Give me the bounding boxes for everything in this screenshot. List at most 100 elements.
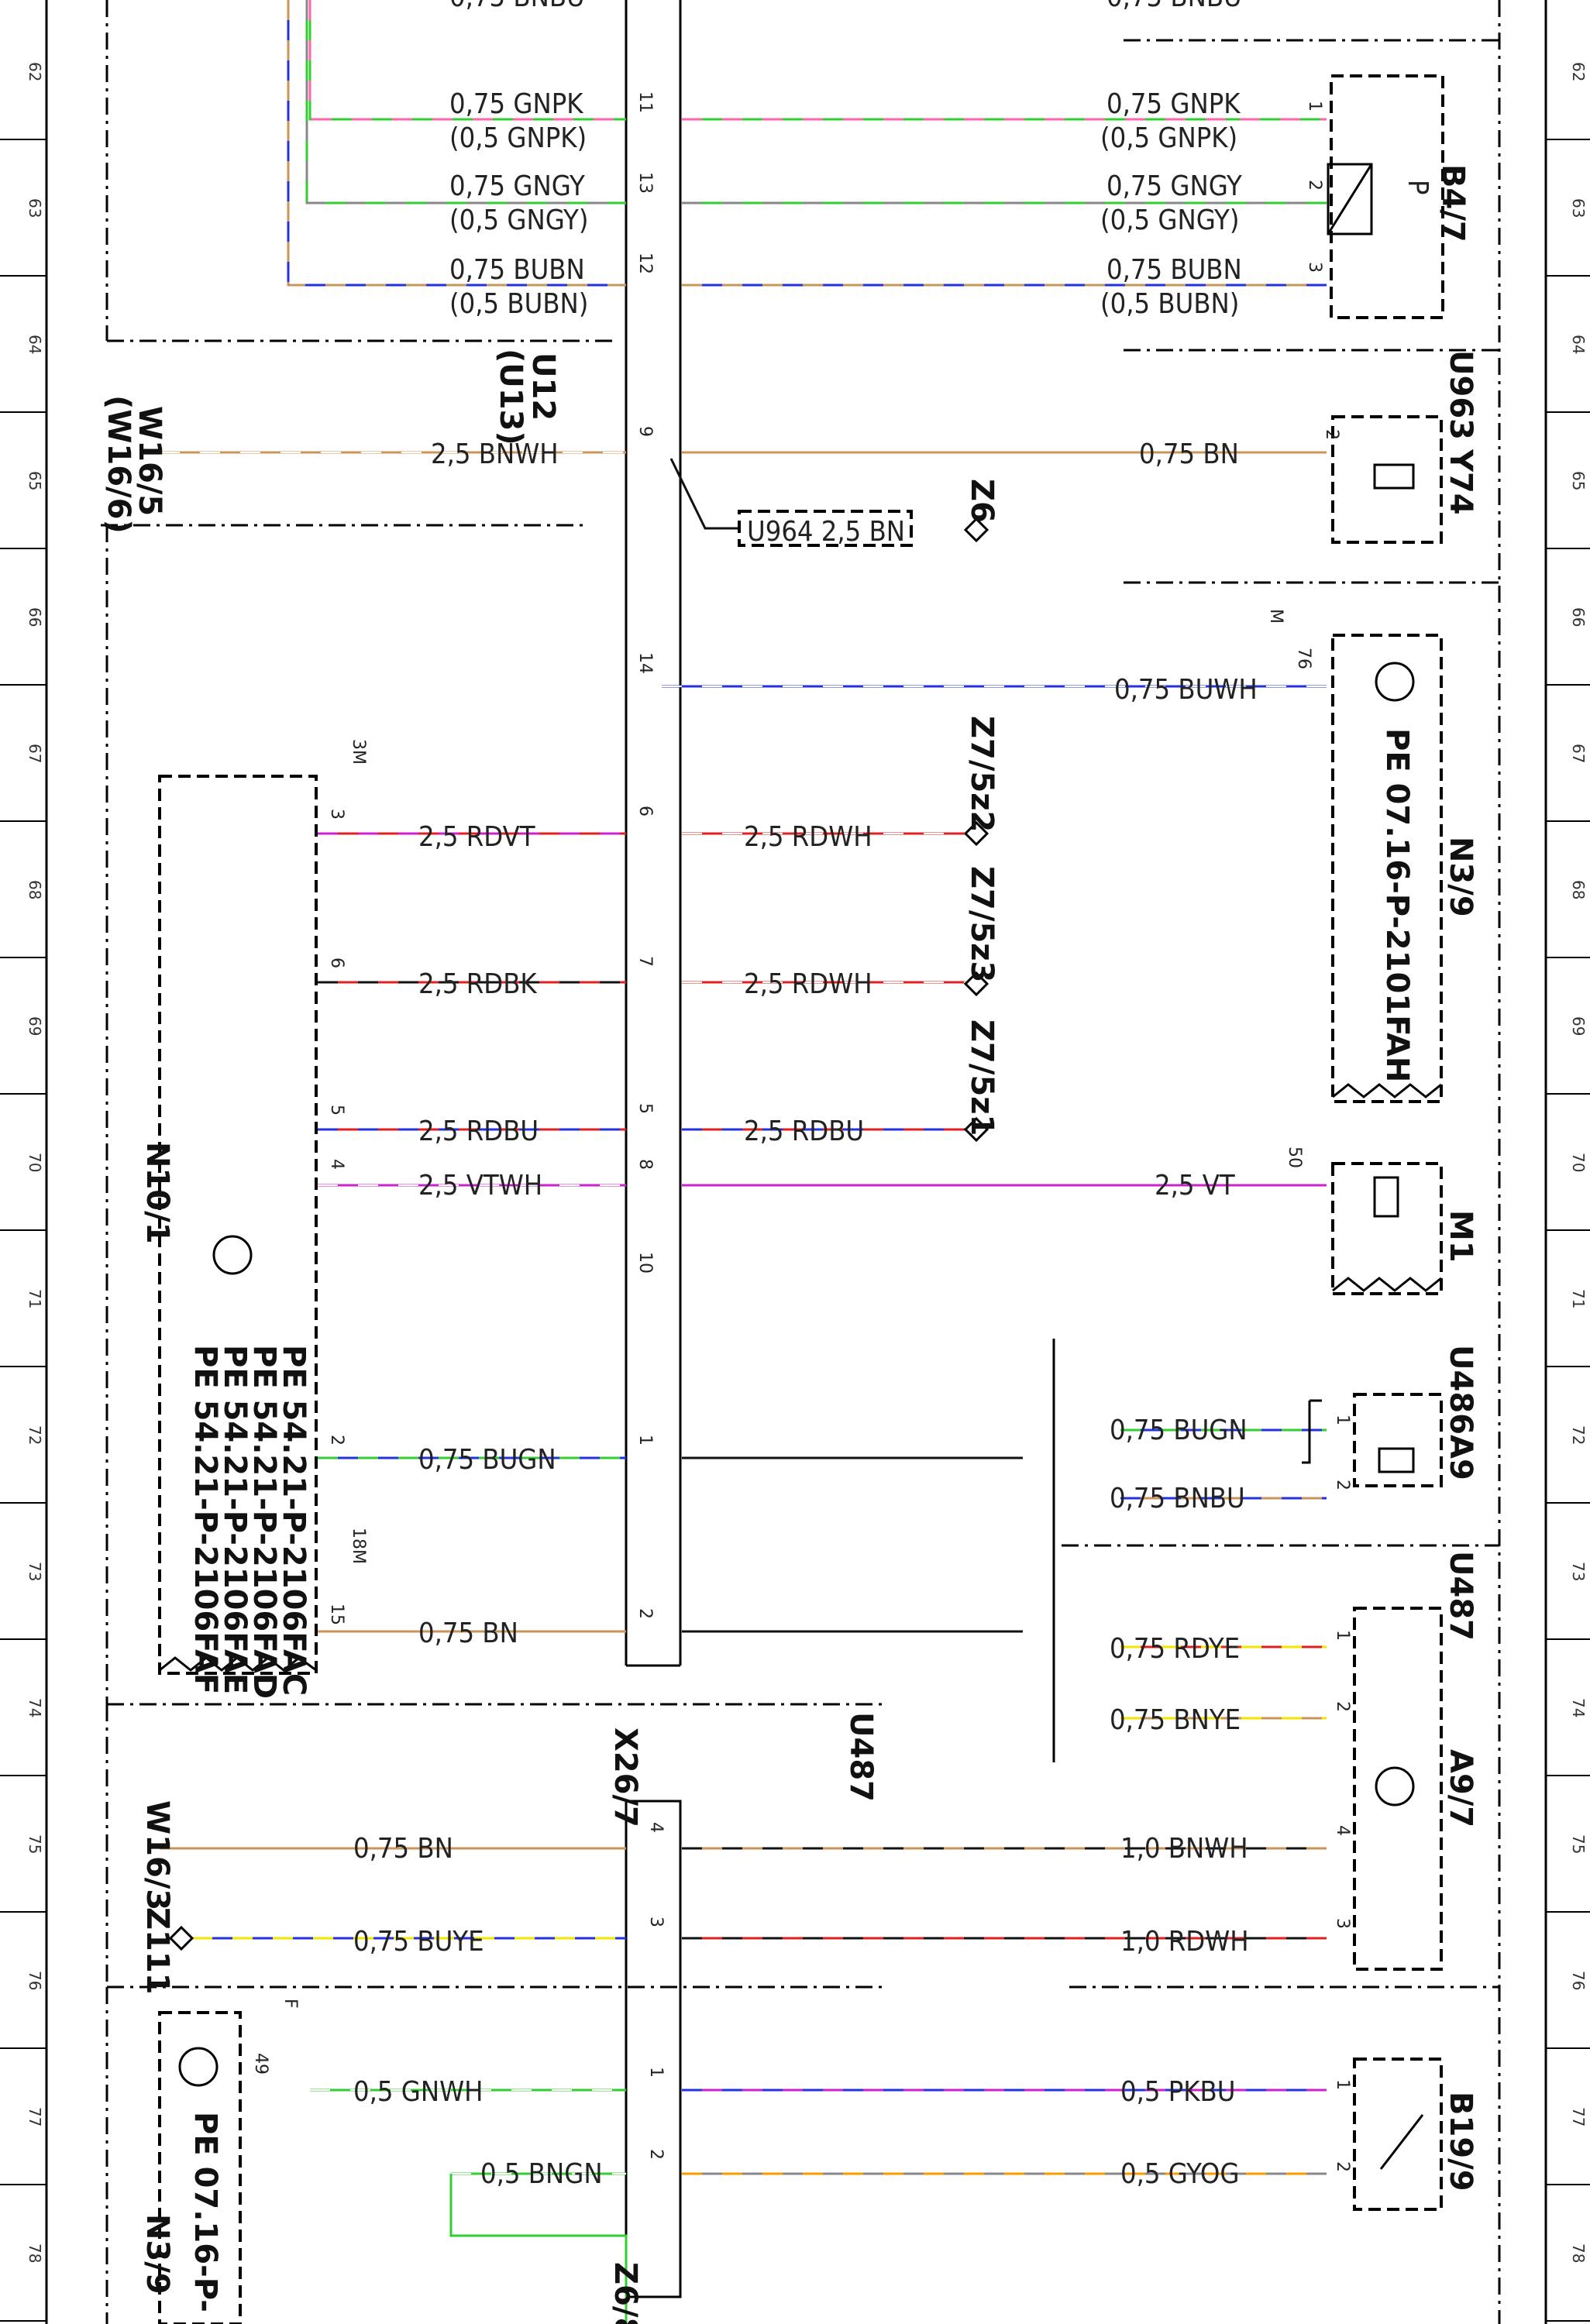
label-pu-symbol: P xyxy=(1402,180,1433,195)
component-n3-9 xyxy=(1331,634,1443,1103)
solenoid-icon-y74 xyxy=(1373,463,1415,490)
ruler-number: 69 xyxy=(1569,1016,1588,1036)
wire-label-rdbk25: 2,5 RDBK xyxy=(418,968,537,1000)
wire xyxy=(669,458,739,530)
transistor-icon-n10-1 xyxy=(212,1235,253,1275)
wire-label-rdwh25-b: 2,5 RDWH xyxy=(744,968,872,1000)
wire-label-bugn075-right: 0,75 BUGN xyxy=(1110,1415,1248,1446)
relay-icon-a9 xyxy=(1378,1447,1415,1473)
pin-b4-1: 1 xyxy=(1305,101,1324,112)
ruler-number: 73 xyxy=(26,1562,44,1581)
pin-u12-9: 9 xyxy=(635,426,655,437)
pin-x26-3: 3 xyxy=(646,1917,666,1927)
wire-label-bnwh10: 1,0 BNWH xyxy=(1120,1833,1248,1865)
wire-stripe xyxy=(308,0,626,121)
label-n10-1-ref-2: PE 54.21-P-2106FAD xyxy=(246,1345,282,1699)
wire-label-buye075: 0,75 BUYE xyxy=(353,1926,484,1958)
ruler-number: 72 xyxy=(1569,1425,1588,1445)
pin-x26-1: 1 xyxy=(646,2067,666,2078)
label-a9: A9 xyxy=(1443,1435,1478,1480)
pin-n10-18m: 18M xyxy=(349,1528,368,1564)
ground-z111 xyxy=(168,1925,194,1951)
pin-n10-6: 6 xyxy=(327,957,346,968)
pin-a9-7-3: 3 xyxy=(1333,1918,1352,1929)
wire-label-bn075-n10: 0,75 BN xyxy=(418,1618,518,1649)
label-u13: (U13) xyxy=(493,349,528,445)
pin-y74-2: 2 xyxy=(1322,429,1341,440)
label-n3-9-bottom-ref: PE 07.16-P- xyxy=(188,2112,223,2312)
pin-a9-2: 2 xyxy=(1333,1480,1352,1490)
transistor-icon-n3-9-bottom xyxy=(178,2047,219,2087)
component-a9-7 xyxy=(1353,1607,1443,1971)
wire xyxy=(449,2174,628,2324)
wire-label-bubn-right: 0,75 BUBN xyxy=(1106,254,1242,286)
label-n3-9-bottom: N3/9 xyxy=(139,2214,175,2295)
pin-n10-15: 15 xyxy=(327,1604,346,1625)
wire-label-vt25: 2,5 VT xyxy=(1155,1170,1235,1202)
ruler-number: 73 xyxy=(1569,1562,1588,1581)
wire-label-buwh075: 0,75 BUWH xyxy=(1114,674,1258,706)
ruler-number: 64 xyxy=(1569,335,1588,354)
component-m1 xyxy=(1331,1162,1443,1295)
pin-n3-76: 76 xyxy=(1294,648,1313,669)
label-n3-9-ref: PE 07.16-P-2101FAH xyxy=(1379,728,1415,1082)
pin-n3-f: F xyxy=(280,1999,300,2009)
label-w16-5: W16/5 xyxy=(132,406,167,516)
wire-label-rdwh25-a: 2,5 RDWH xyxy=(744,821,872,853)
wire-label-gngy-alt: (0,5 GNGY) xyxy=(449,205,588,236)
wire-label-gnpk: 0,75 GNPK xyxy=(449,88,583,120)
label-u486: U486 xyxy=(1443,1345,1478,1435)
wire-label-bubn: 0,75 BUBN xyxy=(449,254,585,286)
ruler-number: 67 xyxy=(1569,744,1588,763)
wire-label-bubn-alt: (0,5 BUBN) xyxy=(449,288,588,320)
ruler-number: 64 xyxy=(26,335,44,354)
ruler-number: 70 xyxy=(1569,1153,1588,1172)
pin-n10-3: 3 xyxy=(327,809,346,820)
wire-label-gnpk-right: 0,75 GNPK xyxy=(1106,88,1241,120)
wire-label-bubn-alt-right: (0,5 BUBN) xyxy=(1100,288,1239,320)
transistor-icon-n3-9 xyxy=(1375,662,1415,702)
pin-a9-7-2: 2 xyxy=(1333,1701,1352,1712)
component-n3-9-bottom xyxy=(158,2011,242,2324)
wire-label-rdye075: 0,75 RDYE xyxy=(1110,1633,1240,1665)
wire-stripe xyxy=(305,0,626,205)
pin-b4-3: 3 xyxy=(1305,262,1324,273)
component-y74 xyxy=(1331,415,1443,544)
label-u487-right: U487 xyxy=(1443,1551,1478,1641)
wire-label-top-cut-left: 0,75 BNBU xyxy=(449,0,585,13)
pin-u12-8: 8 xyxy=(635,1159,655,1170)
wire-label-rdvt25: 2,5 RDVT xyxy=(418,821,535,853)
wire-label-bnbu075: 0,75 BNBU xyxy=(1110,1483,1245,1514)
ruler-number: 67 xyxy=(26,744,44,763)
label-a9-7: A9/7 xyxy=(1443,1749,1478,1827)
wire-label-gngy: 0,75 GNGY xyxy=(449,170,585,202)
pin-b19-1: 1 xyxy=(1333,2079,1352,2090)
ruler-number: 78 xyxy=(26,2243,44,2263)
wire-label-rdbu25-left: 2,5 RDBU xyxy=(418,1116,539,1147)
pin-a9-7-4: 4 xyxy=(1333,1825,1352,1836)
relay-icon-m1 xyxy=(1373,1176,1399,1218)
pin-x26-2: 2 xyxy=(646,2149,666,2160)
labels: 0,75 GNPK (0,5 GNPK) 0,75 GNGY (0,5 GNGY… xyxy=(101,0,1478,2324)
ground-z7-5z2 xyxy=(963,820,989,847)
label-w16-6: (W16/6) xyxy=(101,395,136,534)
ground-z7-5z3 xyxy=(963,971,989,997)
ruler-number: 62 xyxy=(26,62,44,81)
wire-label-bugn075-left: 0,75 BUGN xyxy=(418,1444,556,1476)
ground-z7-5z1 xyxy=(963,1116,989,1143)
ruler-number: 69 xyxy=(26,1016,44,1036)
component-a9 xyxy=(1353,1393,1443,1487)
ruler-number: 65 xyxy=(1569,471,1588,490)
ruler-number: 68 xyxy=(1569,880,1588,899)
components xyxy=(158,74,1444,2324)
ruler-number: 77 xyxy=(26,2107,44,2126)
pin-m1-50: 50 xyxy=(1285,1147,1304,1168)
label-n10-1-ref-4: PE 54.21-P-2106FAF xyxy=(188,1345,223,1694)
transistor-icon-a9-7 xyxy=(1375,1766,1415,1807)
wire-label-gnwh05: 0,5 GNWH xyxy=(353,2076,483,2108)
section-frames xyxy=(101,0,1501,2324)
label-u487-mid: U487 xyxy=(843,1712,879,1802)
ruler-number: 78 xyxy=(1569,2243,1588,2263)
